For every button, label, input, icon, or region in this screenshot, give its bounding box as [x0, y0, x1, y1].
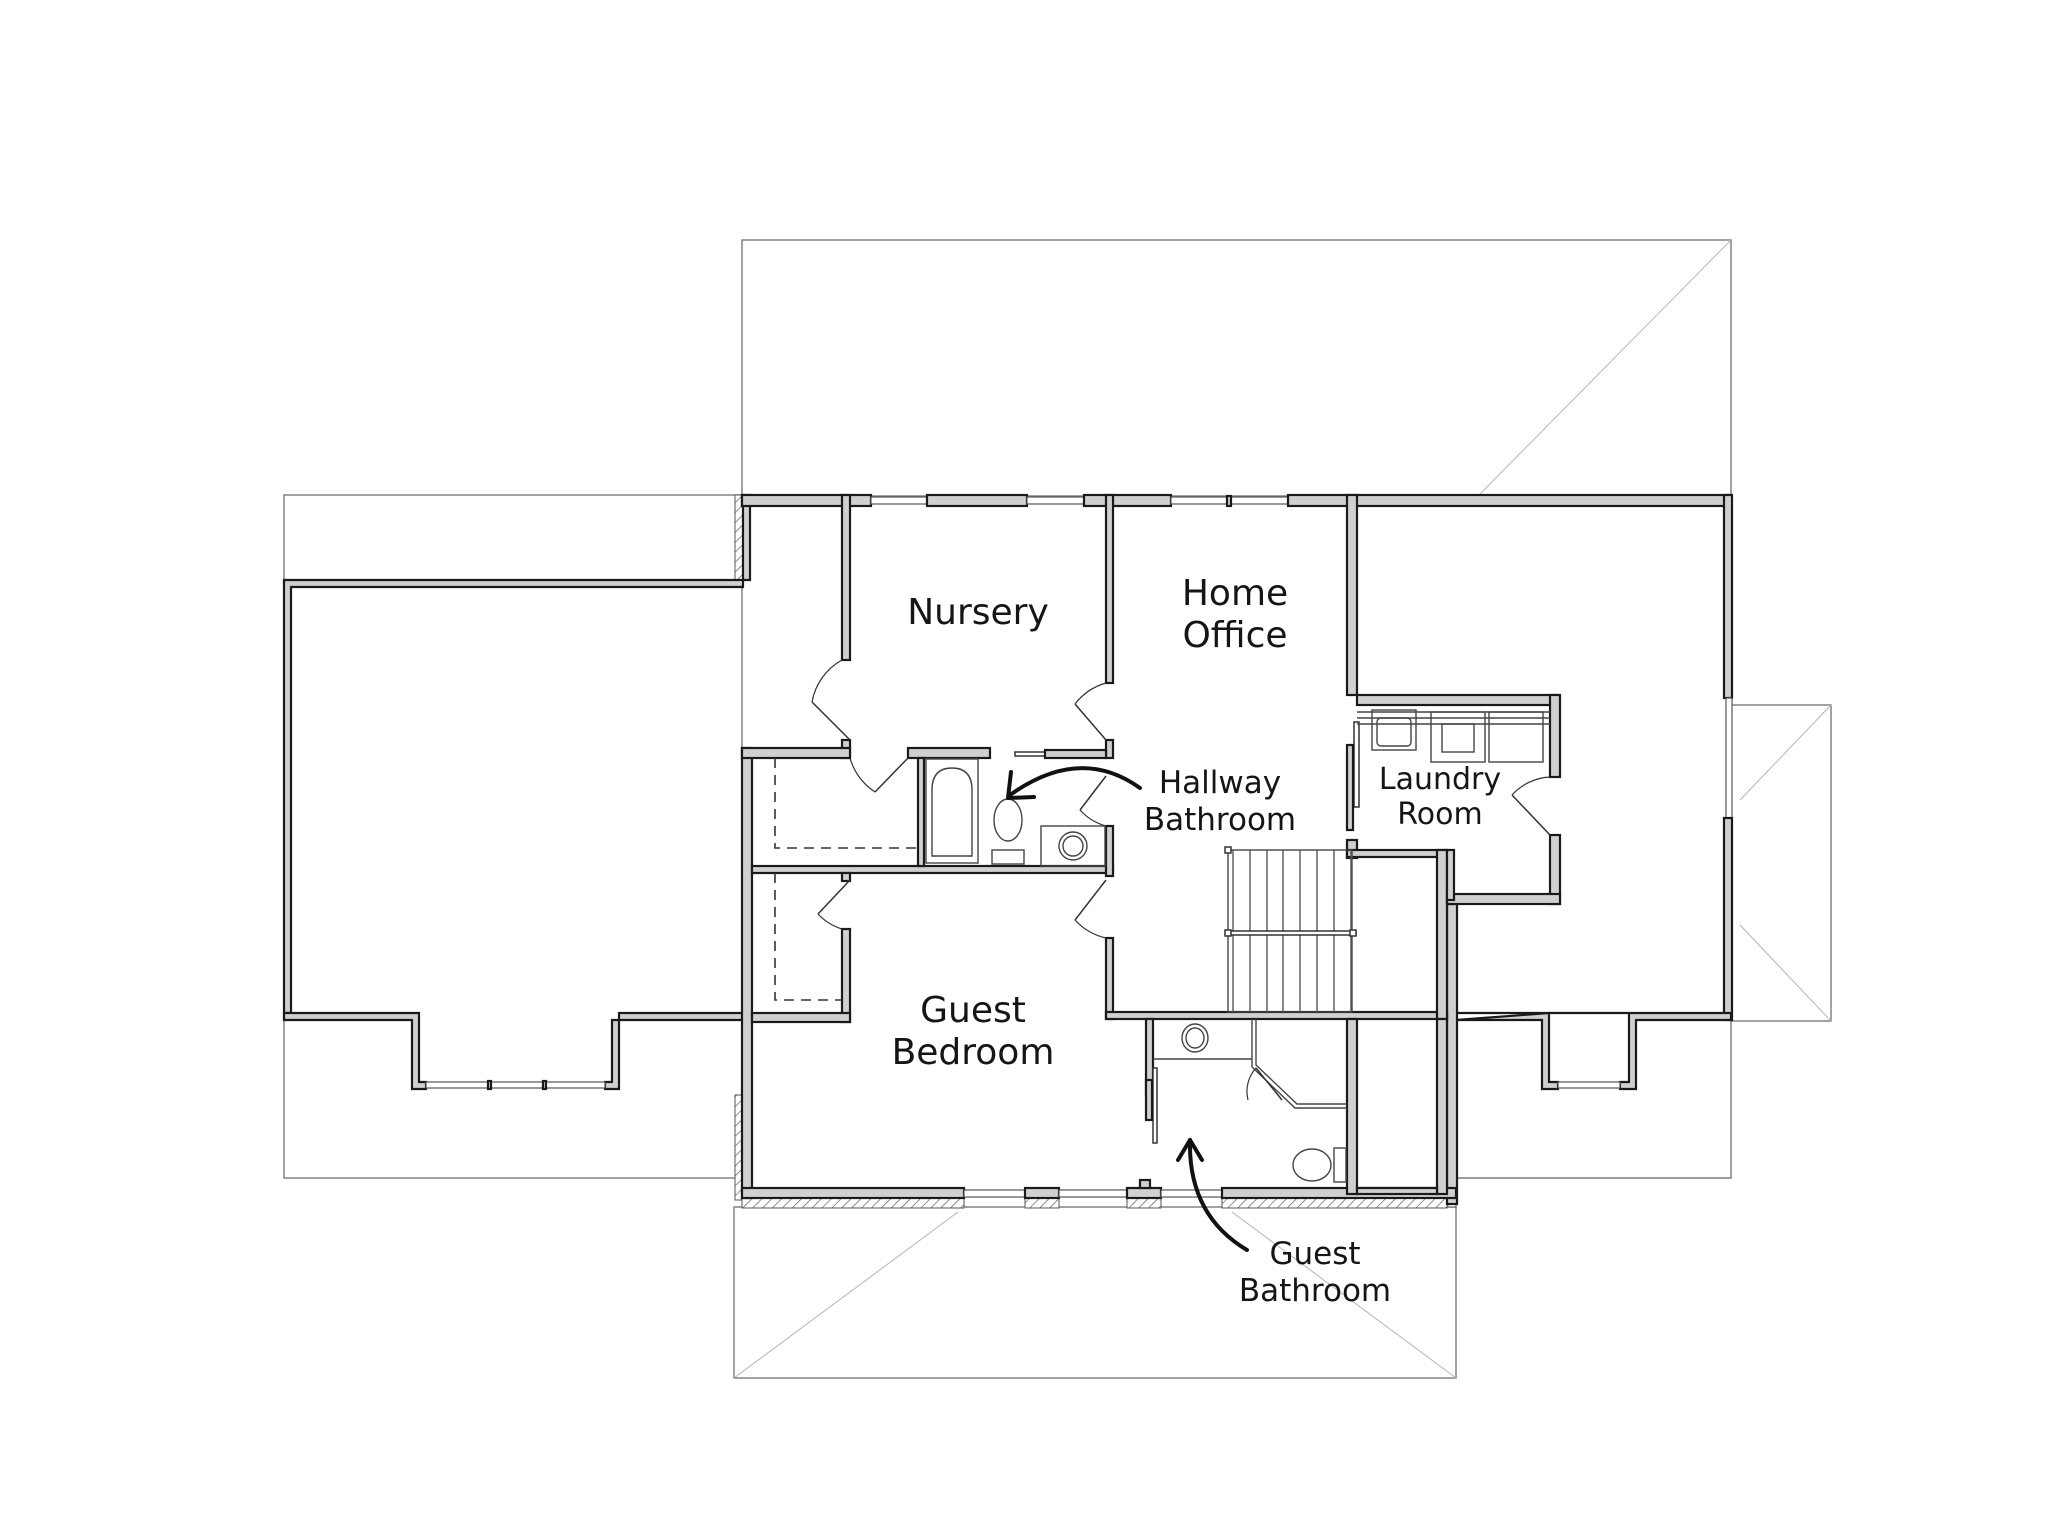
hallway-bathroom-line2: Bathroom — [1143, 801, 1297, 838]
dryer-icon — [1488, 711, 1544, 763]
door-laundry[interactable] — [1511, 776, 1551, 836]
laundry-line2: Room — [1397, 797, 1483, 833]
guest-bedroom-line1: Guest — [920, 990, 1026, 1031]
pocket-door-guest-bath[interactable] — [1144, 1067, 1158, 1144]
guest-toilet-icon — [1292, 1147, 1347, 1183]
door-guest-closet[interactable] — [817, 879, 851, 930]
pocket-door-laundry[interactable] — [1345, 721, 1360, 832]
pocket-door-hall-bath[interactable] — [1014, 748, 1108, 760]
door-guest-bedroom[interactable] — [1074, 879, 1107, 939]
roof-right-small — [1730, 704, 1832, 1022]
roof-top — [741, 239, 1732, 497]
guest-bedroom-line2: Bedroom — [891, 1032, 1055, 1074]
nursery-label: Nursery — [907, 592, 1049, 633]
callout-hallway-bathroom: Hallway Bathroom — [1130, 765, 1310, 838]
exterior-walls — [282, 493, 1734, 1206]
roof-left — [283, 494, 743, 1179]
home-office-line1: Home — [1181, 573, 1289, 614]
home-office-line2: Office — [1182, 615, 1288, 657]
roof-bottom — [733, 1206, 1457, 1379]
toilet-icon — [991, 798, 1025, 865]
sink-icon — [1040, 825, 1106, 867]
roof-outlines — [283, 239, 1832, 1379]
doors — [811, 659, 1551, 1144]
roof-right — [1456, 496, 1732, 1179]
curved-arrow-up-icon — [1176, 1138, 1249, 1252]
door-nursery-closet[interactable] — [849, 757, 909, 793]
guest-bathroom-line2: Bathroom — [1238, 1272, 1392, 1309]
room-label-laundry: Laundry Room — [1365, 762, 1515, 833]
guest-bathroom-line1: Guest — [1269, 1236, 1361, 1272]
callout-guest-bathroom: Guest Bathroom — [1225, 1236, 1405, 1309]
shower-icon — [1246, 1019, 1347, 1109]
utility-sink-icon — [1371, 709, 1417, 751]
room-label-home-office: Home Office — [1155, 573, 1315, 658]
door-home-office[interactable] — [1074, 682, 1107, 741]
room-label-guest-bedroom: Guest Bedroom — [868, 990, 1078, 1075]
staircase-icon — [1224, 846, 1357, 1013]
bathtub-icon — [925, 758, 979, 864]
door-nursery[interactable] — [811, 659, 851, 741]
laundry-line1: Laundry — [1378, 762, 1502, 797]
washer-icon — [1430, 711, 1486, 763]
interior-walls — [740, 493, 1562, 1196]
closet-shelves — [774, 758, 918, 1001]
curved-arrow-left-icon — [1006, 766, 1142, 800]
door-hallway-bathroom[interactable] — [1079, 775, 1107, 827]
hallway-bathroom-line1: Hallway — [1158, 765, 1282, 801]
room-label-nursery: Nursery — [880, 592, 1076, 634]
guest-bath-sink-icon — [1153, 1023, 1252, 1060]
